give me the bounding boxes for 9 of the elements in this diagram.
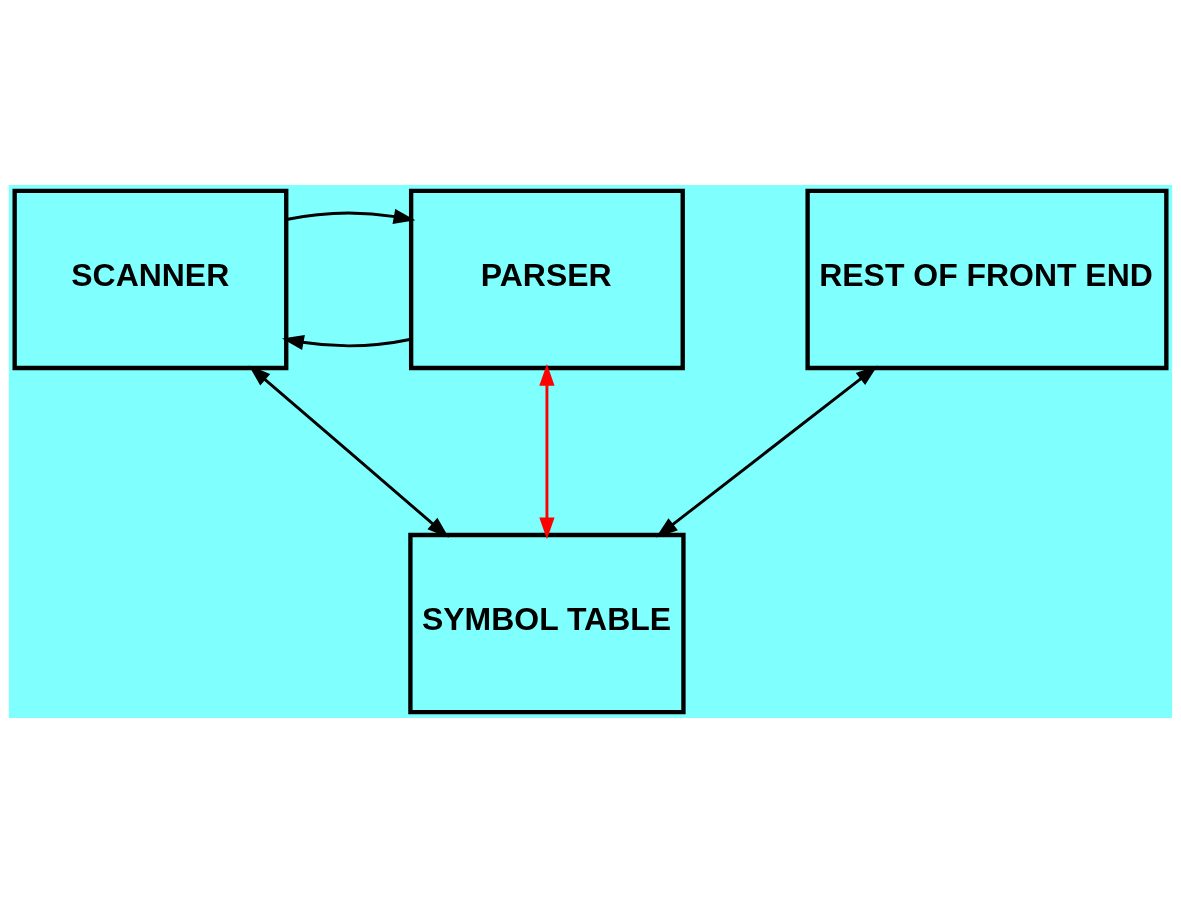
arrow <box>539 363 555 539</box>
arrow <box>248 364 449 538</box>
node-box: SYMBOL TABLE <box>408 532 686 714</box>
arrow <box>282 334 412 350</box>
node-box: SCANNER <box>12 188 289 370</box>
arrow <box>655 365 878 538</box>
node-box: PARSER <box>408 188 685 370</box>
node-box: REST OF FRONT END <box>805 188 1169 370</box>
arrow <box>286 208 416 224</box>
